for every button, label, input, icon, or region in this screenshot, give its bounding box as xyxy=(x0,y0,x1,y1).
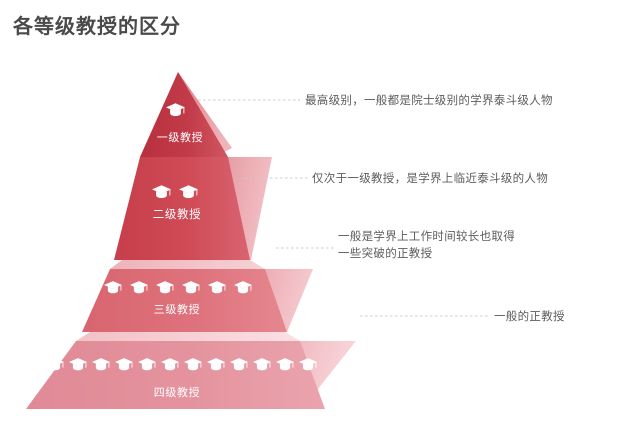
pyramid-level-3[interactable]: 三级教授 xyxy=(82,260,313,332)
connector-lines xyxy=(198,99,490,317)
pyramid-level-2[interactable]: 二级教授 xyxy=(114,148,272,260)
level-3-label: 三级教授 xyxy=(154,302,200,316)
level-1-front-face xyxy=(140,72,228,157)
level-4-front-face xyxy=(26,341,325,409)
level-2-front-face xyxy=(114,157,250,260)
level-1-label: 一级教授 xyxy=(157,130,203,144)
annotation-level-1: 最高级别，一般都是院士级别的学界泰斗级人物 xyxy=(305,93,553,107)
annotation-level-4: 一般的正教授 xyxy=(494,309,565,323)
pyramid-level-1[interactable]: 一级教授 xyxy=(140,72,232,157)
level-3-top-bevel xyxy=(110,260,265,269)
page-title: 各等级教授的区分 xyxy=(13,14,181,38)
annotation-level-2: 仅次于一级教授，是学界上临近泰斗级的人物 xyxy=(312,171,548,185)
annotation-level-3: 一般是学界上工作时间较长也取得 一些突破的正教授 xyxy=(338,229,515,260)
pyramid-level-4[interactable]: 四级教授 xyxy=(26,332,356,409)
level-4-top-bevel xyxy=(76,332,300,341)
level-2-label: 二级教授 xyxy=(153,207,201,221)
level-4-label: 四级教授 xyxy=(154,385,200,399)
level-3-front-face xyxy=(82,269,287,332)
